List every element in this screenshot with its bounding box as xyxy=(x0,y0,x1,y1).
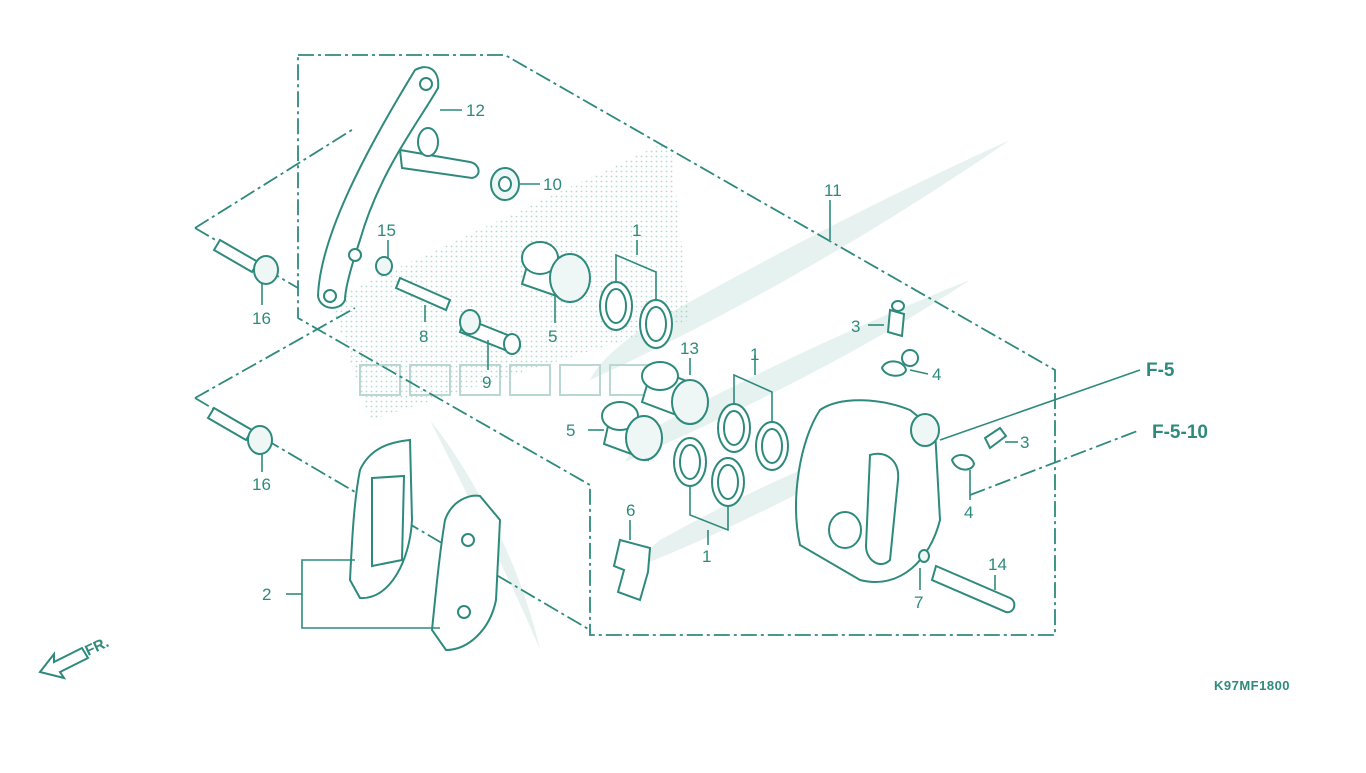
pin-boot xyxy=(490,167,520,201)
callout-16-lower: 16 xyxy=(252,475,271,494)
callout-11: 11 xyxy=(824,181,842,200)
callout-10: 10 xyxy=(543,175,562,194)
ref-f5[interactable]: F-5 xyxy=(1146,360,1175,381)
callout-1-upper: 1 xyxy=(632,221,641,240)
piston-13 xyxy=(640,361,709,425)
pin-14 xyxy=(918,549,1016,614)
callout-8: 8 xyxy=(419,327,428,346)
callout-15: 15 xyxy=(377,221,396,240)
callout-12: 12 xyxy=(466,101,485,120)
caliper-body xyxy=(795,399,942,583)
pad-spring xyxy=(612,538,652,602)
callout-1-lower: 1 xyxy=(702,547,711,566)
pin-parts xyxy=(375,256,522,355)
callout-13: 13 xyxy=(680,339,699,358)
shading-band xyxy=(330,140,690,420)
callout-9: 9 xyxy=(482,373,491,392)
piston-seals xyxy=(599,281,789,507)
callout-16-upper: 16 xyxy=(252,309,271,328)
piston-upper xyxy=(520,241,591,303)
flange-bolt-lower xyxy=(206,406,273,455)
callout-labels: 12 10 15 16 16 8 9 5 1 13 1 5 1 6 11 3 4… xyxy=(252,101,1029,612)
callout-4-upper: 4 xyxy=(932,365,941,384)
callout-2: 2 xyxy=(262,585,271,604)
leader-lines xyxy=(261,109,1141,629)
front-label: FR. xyxy=(83,634,112,660)
brake-pads xyxy=(348,438,502,652)
callout-5-upper: 5 xyxy=(548,327,557,346)
callout-14: 14 xyxy=(988,555,1007,574)
ref-f5-10[interactable]: F-5-10 xyxy=(1152,422,1208,443)
callout-3-upper: 3 xyxy=(851,317,860,336)
bleeder-parts xyxy=(880,300,1008,471)
callout-7: 7 xyxy=(914,593,923,612)
front-arrow: FR. xyxy=(38,634,112,680)
diagram-code: K97MF1800 xyxy=(1214,678,1290,693)
flange-bolt-upper xyxy=(212,238,279,285)
callout-4-lower: 4 xyxy=(964,503,973,522)
piston-lower xyxy=(601,401,663,462)
callout-3-lower: 3 xyxy=(1020,433,1029,452)
caliper-bracket xyxy=(316,66,480,309)
callout-5-lower: 5 xyxy=(566,421,575,440)
callout-1-middle: 1 xyxy=(750,345,759,364)
callout-6: 6 xyxy=(626,501,635,520)
